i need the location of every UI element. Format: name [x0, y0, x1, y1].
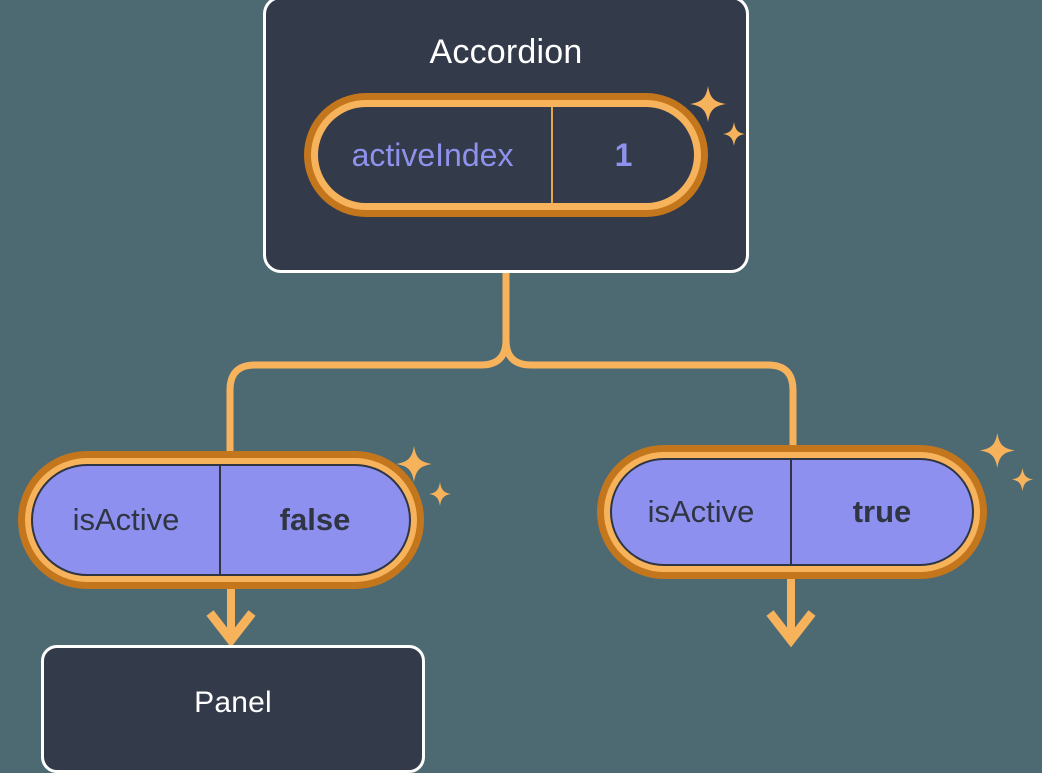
prop-pill-activeindex[interactable]: activeIndex 1 — [304, 93, 708, 217]
prop-value: true — [852, 494, 912, 529]
pill-body: activeIndex 1 — [318, 107, 694, 203]
prop-value: false — [279, 502, 351, 537]
component-node-panel-left[interactable]: Panel — [41, 645, 425, 773]
component-title: Panel — [194, 686, 272, 719]
prop-value: 1 — [614, 136, 633, 173]
prop-key: isActive — [612, 460, 792, 564]
component-title: Accordion — [429, 33, 583, 71]
pill-body: isActive true — [610, 458, 974, 566]
pill-body: isActive false — [31, 464, 411, 576]
prop-key: isActive — [33, 466, 221, 574]
prop-key: activeIndex — [318, 107, 553, 203]
prop-pill-isactive-true[interactable]: isActive true — [597, 445, 987, 579]
prop-pill-isactive-false[interactable]: isActive false — [18, 451, 424, 589]
